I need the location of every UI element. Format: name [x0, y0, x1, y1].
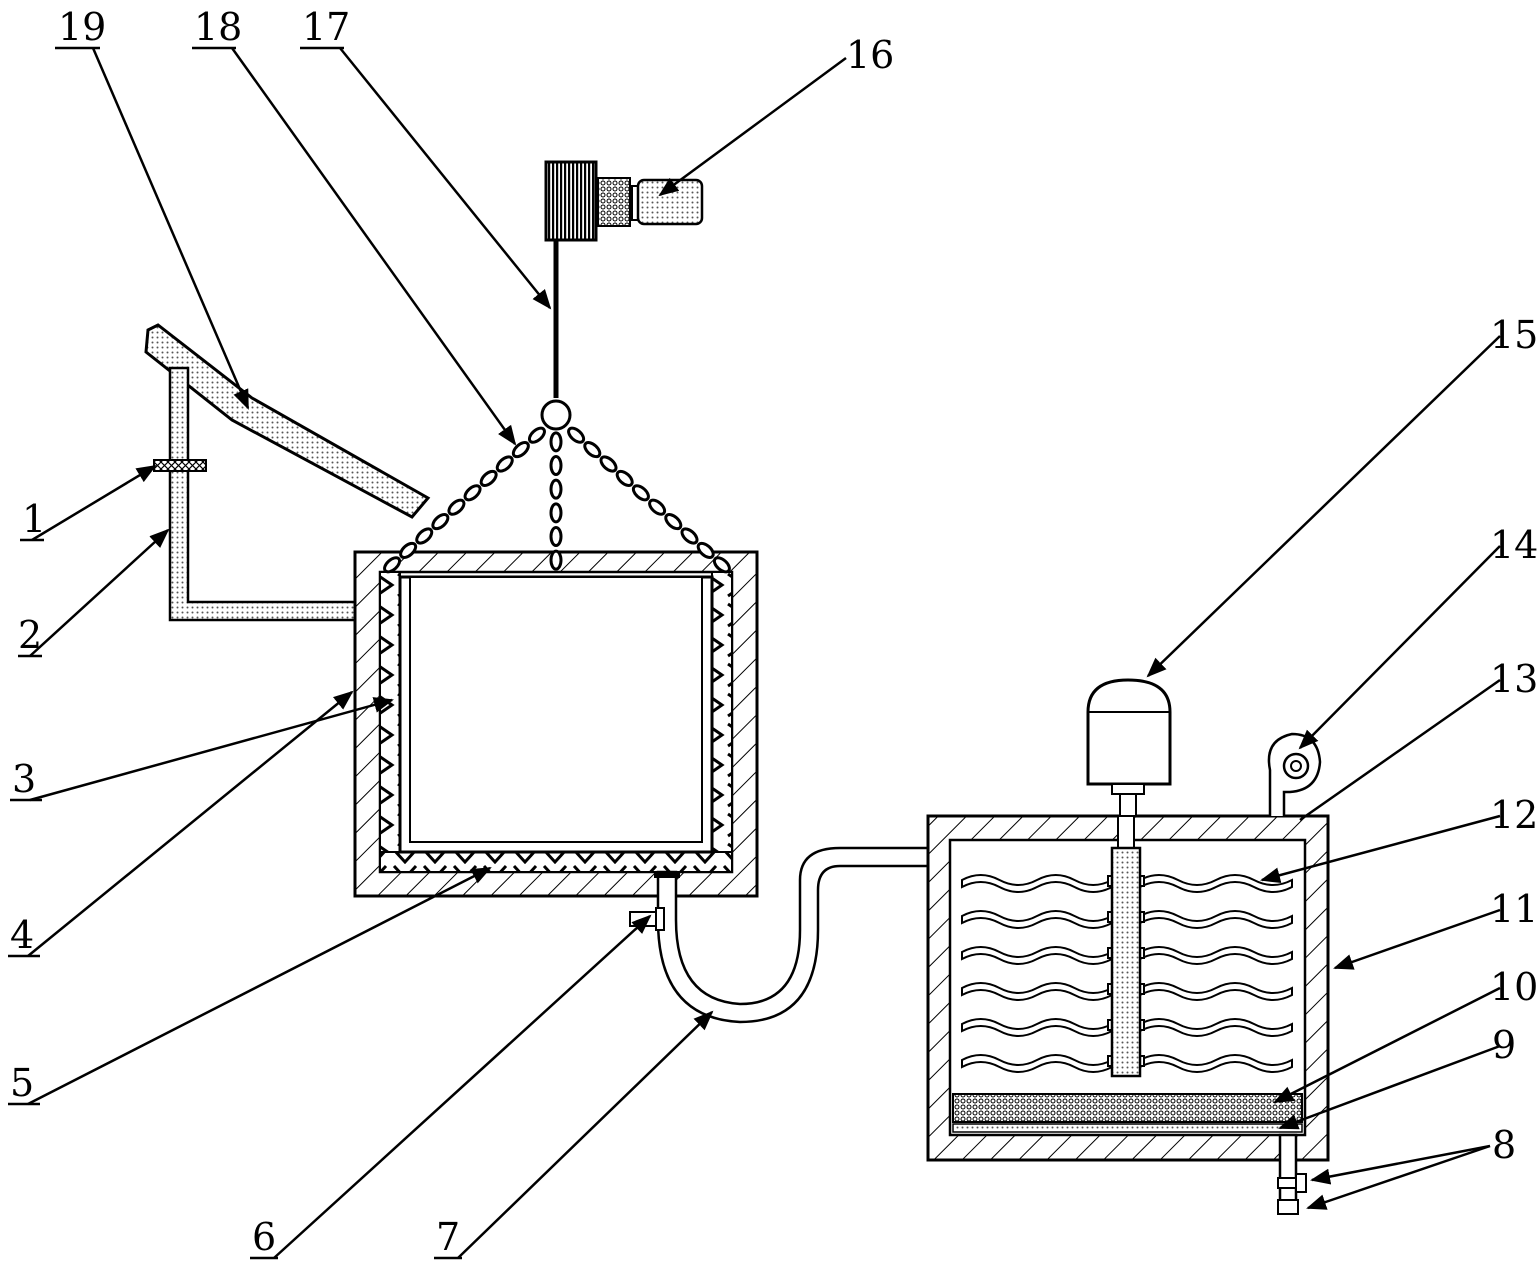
- stirrer-motor: [1086, 678, 1172, 817]
- chain-link: [495, 455, 514, 473]
- label-2: 2: [18, 613, 42, 657]
- heating-coil: [1139, 910, 1293, 929]
- heating-coil: [1139, 874, 1293, 893]
- chain-link: [583, 441, 602, 459]
- label-4: 4: [10, 913, 34, 957]
- chain-link: [549, 549, 563, 571]
- label-1: 1: [22, 497, 46, 541]
- label-18: 18: [194, 5, 242, 49]
- heating-coil: [1139, 1018, 1293, 1037]
- hoist-motor: [544, 160, 704, 242]
- inclined-chute: [144, 323, 431, 519]
- chain-link: [431, 513, 450, 531]
- label-9: 9: [1492, 1023, 1516, 1067]
- chain-link: [549, 478, 563, 500]
- pipe-valve: [153, 459, 207, 472]
- label-11: 11: [1490, 887, 1538, 931]
- chain-link: [712, 556, 731, 574]
- hoist-chains: [383, 426, 731, 574]
- connecting-pipe: [654, 846, 947, 1024]
- label-12: 12: [1490, 793, 1538, 837]
- chain-link: [549, 431, 563, 453]
- heating-coil: [1139, 1054, 1293, 1073]
- label-7: 7: [436, 1215, 460, 1259]
- label-14: 14: [1490, 523, 1538, 567]
- stirring-shaft: [1110, 815, 1142, 1078]
- chain-link: [383, 556, 402, 574]
- label-8: 8: [1492, 1123, 1516, 1167]
- chain-link: [664, 513, 683, 531]
- chain-link: [549, 502, 563, 524]
- label-16: 16: [846, 33, 894, 77]
- chain-link: [680, 527, 699, 545]
- chain-link: [599, 455, 618, 473]
- label-19: 19: [58, 5, 106, 49]
- hoist-rope: [540, 240, 572, 431]
- chain-link: [527, 426, 546, 444]
- label-17: 17: [302, 5, 350, 49]
- chain-link: [447, 498, 466, 516]
- label-13: 13: [1490, 657, 1538, 701]
- chain-link: [399, 541, 418, 559]
- heating-coil: [1139, 982, 1293, 1001]
- chain-link: [631, 484, 650, 502]
- leader-lines: [8, 46, 1501, 1260]
- label-6: 6: [252, 1215, 276, 1259]
- label-10: 10: [1490, 965, 1538, 1009]
- chain-link: [696, 541, 715, 559]
- chain-link: [463, 484, 482, 502]
- label-5: 5: [10, 1061, 34, 1105]
- chain-link: [549, 455, 563, 476]
- chain-link: [615, 469, 634, 487]
- outlet-valve: [1277, 1133, 1307, 1215]
- chain-link: [479, 469, 498, 487]
- label-15: 15: [1490, 313, 1538, 357]
- chain-link: [549, 526, 563, 547]
- chain-link: [511, 441, 530, 459]
- exhaust-fan: [1267, 732, 1322, 816]
- left-tank: [353, 550, 759, 898]
- chain-link: [415, 527, 434, 545]
- part-labels: 19 18 17 16 1 2 3 4 5 6 7 15 14 13 12 11…: [10, 5, 1538, 1259]
- chain-link: [567, 426, 586, 444]
- heating-coil: [1139, 946, 1293, 965]
- label-3: 3: [12, 757, 36, 801]
- chain-link: [648, 498, 667, 516]
